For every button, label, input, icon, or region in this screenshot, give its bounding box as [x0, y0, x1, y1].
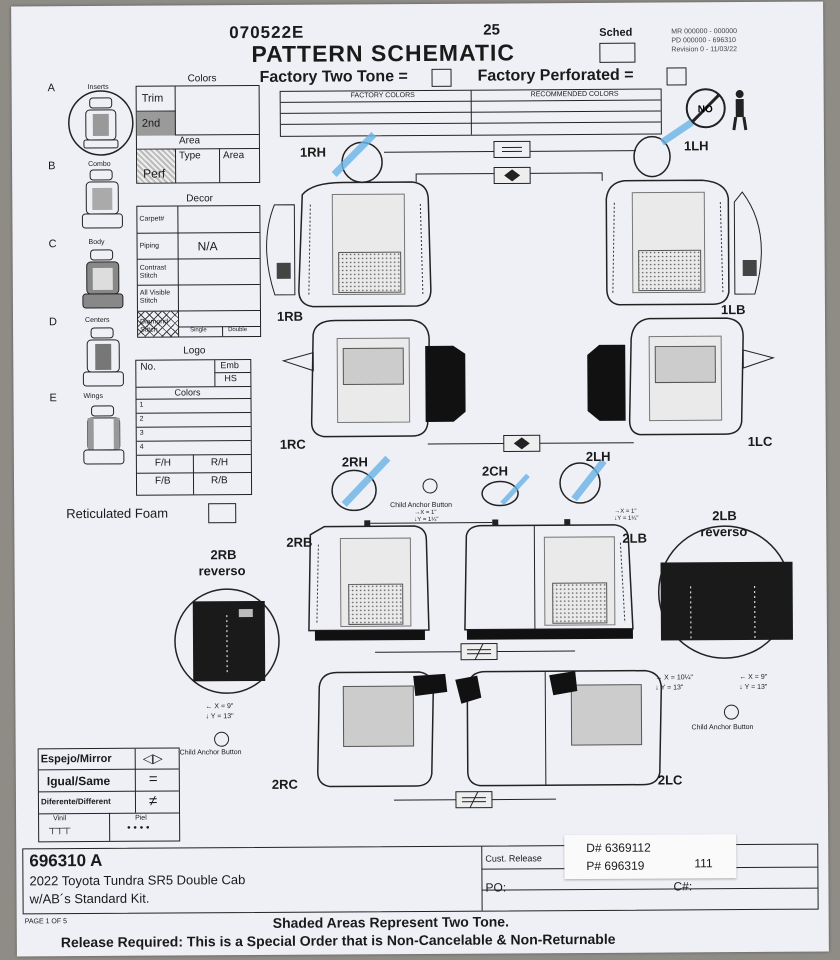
leather-label: Piel	[135, 814, 147, 822]
seat-cushion-1lc	[587, 317, 776, 436]
label-1rb: 1RB	[276, 308, 304, 324]
label-2lb-reverso: 2LB	[712, 508, 737, 524]
label-1lc: 1LC	[747, 433, 773, 449]
label-2rb-reverso: 2RB	[210, 547, 237, 563]
label-1rc: 1RC	[279, 436, 306, 452]
mirror-label: Espejo/Mirror	[40, 752, 112, 766]
po-label: PO:	[485, 880, 507, 895]
label-2rb-reverso-word: reverso	[198, 563, 246, 579]
label-1rh: 1RH	[299, 144, 327, 160]
vinyl-stitch-icon: ┬┬┬	[49, 823, 71, 835]
seat-back-1rb	[266, 181, 432, 308]
seat-diagram	[174, 119, 793, 809]
headrest-1rh	[331, 131, 383, 184]
symbols-legend: Espejo/Mirror ◁▷ Igual/Same = Diferente/…	[37, 747, 181, 843]
p-number: P# 696319	[586, 858, 645, 873]
x-offset-2lb-2: ← X = 9"	[739, 673, 768, 682]
x-offset-2rb: ← X = 9"	[205, 703, 234, 711]
body-seat-icon	[82, 249, 124, 309]
different-label: Diferente/Different	[40, 796, 111, 807]
child-anchor-label-right: Child Anchor Button	[691, 723, 754, 732]
child-anchor-label-left: Child Anchor Button	[179, 749, 242, 757]
different-icon: ≠	[148, 792, 158, 810]
x-offset-right: →X = 1"	[614, 508, 637, 515]
c-number-label: C#:	[673, 879, 693, 894]
y-offset-right: ↓Y = 1¼"	[614, 515, 639, 522]
headrest-2ch	[481, 473, 530, 507]
no-smoking-text: NO	[698, 104, 713, 115]
seat-cushion-2rc	[317, 671, 448, 788]
cust-release-label: Cust. Release	[485, 853, 542, 864]
label-2rh: 2RH	[341, 454, 368, 470]
leather-stitch-icon: • • • •	[127, 822, 150, 834]
shaded-note: Shaded Areas Represent Two Tone.	[272, 913, 510, 931]
mirror-icon: ◁▷	[142, 750, 163, 766]
label-2lc: 2LC	[657, 772, 683, 788]
y-offset-2rb: ↓ Y = 13"	[205, 713, 234, 721]
reverso-2rb	[174, 588, 280, 694]
label-1lh: 1LH	[683, 138, 709, 154]
label-2lb: 2LB	[622, 530, 647, 546]
label-2rb: 2RB	[286, 534, 313, 550]
headrest-2lh	[559, 458, 607, 504]
page-indicator: PAGE 1 OF 5	[24, 918, 68, 926]
seat-cushion-1rc	[281, 319, 466, 438]
seat-back-2lb	[464, 524, 634, 640]
no-smoking-icon: NO	[684, 86, 748, 131]
headrest-2rh	[331, 455, 391, 512]
inserts-seat-icon	[68, 90, 134, 156]
label-2lb-reverso-word: reverso	[700, 524, 748, 540]
pattern-schematic-sheet: 070522E 25 PATTERN SCHEMATIC Sched MR 00…	[11, 1, 829, 957]
y-offset-2lb-1: ↓ Y = 13"	[655, 684, 684, 692]
combo-seat-icon	[81, 169, 123, 229]
seat-back-2rb	[308, 525, 430, 641]
child-anchor-label-top: Child Anchor Button	[390, 501, 453, 510]
part-number: 696310 A	[29, 850, 103, 871]
wings-seat-icon	[83, 405, 125, 465]
label-1lb: 1LB	[720, 302, 746, 318]
y-offset-left: ↓Y = 1¼"	[414, 516, 439, 524]
release-note: Release Required: This is a Special Orde…	[60, 930, 616, 951]
seat-cushion-2lc	[455, 669, 663, 787]
vehicle-description: 2022 Toyota Tundra SR5 Double Cab	[29, 872, 246, 889]
seat-back-1lb	[605, 179, 762, 306]
x-offset-left: →X = 1"	[414, 509, 437, 517]
x-offset-2lb-1: → X = 10¼"	[655, 674, 693, 682]
p-number-suffix: 111	[694, 856, 713, 871]
sticker-label: D# 6369112 P# 696319 111	[564, 834, 737, 880]
reverso-2lb	[657, 525, 793, 659]
label-2lh: 2LH	[585, 448, 611, 464]
kit-description: w/AB´s Standard Kit.	[29, 890, 150, 907]
d-number: D# 6369112	[586, 840, 651, 855]
headrest-1lh	[633, 119, 694, 178]
legend-column: A Inserts B Combo C Body D Centers	[48, 76, 142, 477]
vinyl-label: Vinil	[53, 815, 67, 823]
same-icon: =	[148, 770, 158, 788]
label-2rc: 2RC	[271, 776, 298, 792]
centers-seat-icon	[82, 327, 124, 387]
label-2ch: 2CH	[481, 463, 509, 479]
y-offset-2lb-2: ↓ Y = 13"	[739, 683, 768, 692]
same-label: Igual/Same	[46, 773, 111, 789]
